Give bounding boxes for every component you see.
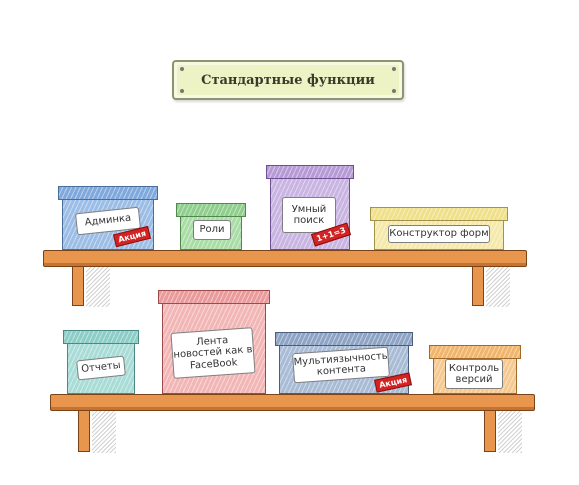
shelf-shadow xyxy=(92,411,116,453)
box-label: Лента новостей как в FaceBook xyxy=(170,327,256,379)
shelf-bracket xyxy=(472,266,484,306)
screw-icon xyxy=(392,67,396,71)
shelf-bottom xyxy=(50,394,535,411)
shelf-top xyxy=(43,250,527,267)
shelf-shadow xyxy=(86,267,110,307)
box-admin[interactable]: Админка Акция xyxy=(58,186,158,250)
box-multilang[interactable]: Мультиязычность контента Акция xyxy=(275,332,413,394)
box-label-text: Умный поиск xyxy=(291,203,327,227)
box-label: Умный поиск xyxy=(282,197,336,233)
screw-icon xyxy=(180,89,184,93)
box-label-text: Админка xyxy=(84,212,132,229)
screw-icon xyxy=(392,89,396,93)
page-title: Стандартные функции xyxy=(201,73,375,88)
shelf-shadow xyxy=(498,411,522,453)
box-label-text: Роли xyxy=(199,224,225,236)
box-label-text: Мультиязычность контента xyxy=(293,350,388,378)
box-label-text: Лента новостей как в FaceBook xyxy=(173,334,253,372)
box-label: Конструктор форм xyxy=(388,225,490,243)
box-label-text: Отчеты xyxy=(80,360,122,376)
screw-icon xyxy=(180,67,184,71)
box-form-builder[interactable]: Конструктор форм xyxy=(370,207,508,250)
shelf-bracket xyxy=(72,266,84,306)
box-reports[interactable]: Отчеты xyxy=(63,330,139,394)
box-roles[interactable]: Роли xyxy=(176,203,246,250)
box-version-control[interactable]: Контроль версий xyxy=(429,345,521,394)
box-smart-search[interactable]: Умный поиск 1+1=3 xyxy=(266,165,354,250)
shelf-bracket xyxy=(78,410,90,452)
title-plaque: Стандартные функции xyxy=(172,60,404,100)
box-label: Контроль версий xyxy=(445,359,503,389)
box-label: Роли xyxy=(193,220,231,240)
box-label-text: Контроль версий xyxy=(448,362,500,386)
shelf-shadow xyxy=(486,267,510,307)
box-label-text: Конструктор форм xyxy=(389,228,489,240)
box-newsfeed[interactable]: Лента новостей как в FaceBook xyxy=(158,290,270,394)
shelf-bracket xyxy=(484,410,496,452)
